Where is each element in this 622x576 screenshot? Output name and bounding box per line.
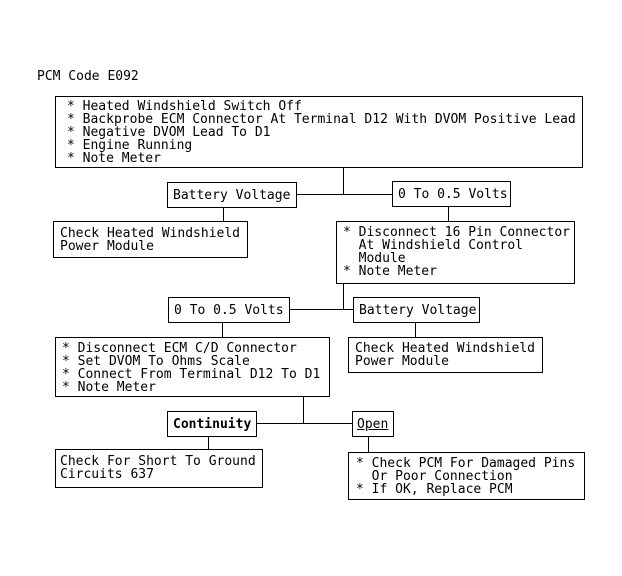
node-label: Continuity — [173, 416, 252, 432]
node-line: * Backprobe ECM Connector At Terminal D1… — [67, 112, 576, 127]
connector-open-to-pcm — [368, 436, 369, 452]
node-line: * If OK, Replace PCM — [356, 482, 513, 497]
node-line: * Note Meter — [67, 151, 161, 166]
node-label: Battery Voltage — [173, 187, 291, 203]
node-battery-voltage-top: Battery Voltage — [167, 182, 297, 208]
node-disconnect-ecm: * Disconnect ECM C/D Connector * Set DVO… — [55, 337, 330, 397]
connector-row6-horizontal — [257, 423, 352, 424]
node-line: * Negative DVOM Lead To D1 — [67, 125, 271, 140]
node-line: * Set DVOM To Ohms Scale — [62, 354, 250, 369]
node-check-power-module-right: Check Heated Windshield Power Module — [348, 337, 543, 373]
node-line: At Windshield Control — [343, 238, 524, 253]
node-check-power-module-left: Check Heated Windshield Power Module — [53, 221, 248, 258]
node-battery-voltage-mid: Battery Voltage — [353, 297, 480, 323]
node-line: Check For Short To Ground — [60, 454, 256, 469]
node-initial-steps: * Heated Windshield Switch Off * Backpro… — [55, 96, 583, 168]
node-line: * Note Meter — [62, 380, 156, 395]
node-label: 0 To 0.5 Volts — [174, 302, 284, 318]
node-line: Or Poor Connection — [356, 469, 513, 484]
node-label: Open — [357, 416, 389, 432]
node-label: Battery Voltage — [359, 302, 477, 318]
node-continuity: Continuity — [167, 411, 257, 437]
connector-initial-to-row2 — [343, 168, 344, 195]
connector-row4-horizontal — [290, 309, 353, 310]
connector-continuity-to-short — [208, 436, 209, 449]
connector-batterymid-to-checkright — [415, 322, 416, 337]
node-open: Open — [352, 411, 394, 437]
connector-batterytop-to-checkleft — [223, 207, 224, 221]
node-line: Power Module — [60, 239, 154, 254]
node-line: Check Heated Windshield — [355, 341, 536, 356]
node-line: * Heated Windshield Switch Off — [67, 99, 302, 114]
node-line: * Disconnect ECM C/D Connector — [62, 341, 297, 356]
connector-row2-horizontal — [297, 194, 392, 195]
node-line: Check Heated Windshield — [60, 226, 241, 241]
node-0-to-0p5-volts-mid: 0 To 0.5 Volts — [168, 297, 290, 323]
connector-16pin-to-row4 — [343, 284, 344, 310]
diagram-title: PCM Code E092 — [37, 69, 139, 84]
node-check-pcm: * Check PCM For Damaged Pins Or Poor Con… — [348, 452, 585, 500]
node-label: 0 To 0.5 Volts — [398, 186, 508, 202]
connector-voltstop-to-16pin — [448, 206, 449, 221]
connector-ecm-to-row6 — [303, 396, 304, 424]
node-line: * Check PCM For Damaged Pins — [356, 456, 576, 471]
node-line: Module — [343, 251, 406, 266]
node-line: * Note Meter — [343, 264, 437, 279]
node-0-to-0p5-volts-top: 0 To 0.5 Volts — [392, 181, 511, 207]
node-line: * Connect From Terminal D12 To D1 — [62, 367, 321, 382]
connector-voltsmid-to-ecm — [222, 322, 223, 337]
node-check-short-to-ground: Check For Short To Ground Circuits 637 — [55, 449, 263, 488]
node-line: Power Module — [355, 354, 449, 369]
node-line: Circuits 637 — [60, 467, 154, 482]
node-line: * Disconnect 16 Pin Connector — [343, 225, 570, 240]
node-line: * Engine Running — [67, 138, 193, 153]
node-disconnect-16-pin: * Disconnect 16 Pin Connector At Windshi… — [336, 221, 575, 284]
